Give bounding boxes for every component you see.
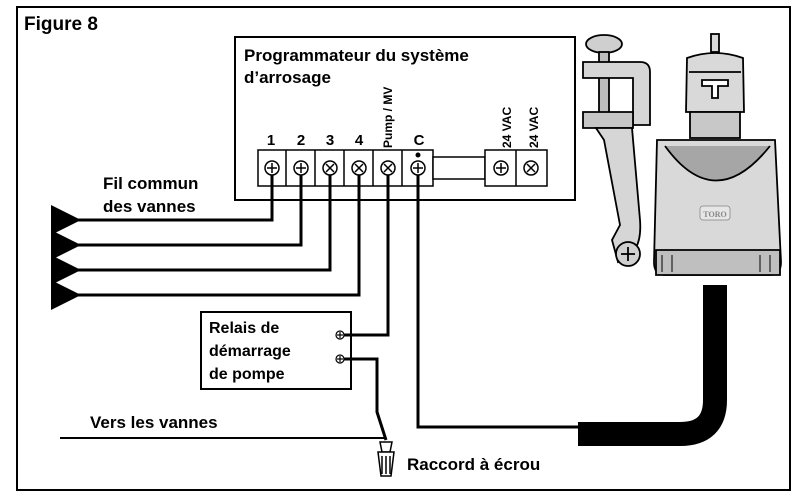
sensor-brand-plate [699, 205, 731, 221]
screw-4 [351, 160, 367, 176]
screw-common [410, 160, 426, 176]
common-wire-label-line2: des vannes [103, 197, 196, 216]
relay-label-line1: Relais de [209, 320, 279, 337]
terminal-label-2: 2 [297, 132, 305, 149]
relay-terminal-top [335, 330, 345, 340]
relay-terminal-bottom [335, 354, 345, 364]
controller-title-line2: d’arrosage [244, 68, 331, 87]
station-wires [51, 175, 361, 310]
relay-label-line3: de pompe [209, 366, 285, 383]
screw-24vac-2 [523, 160, 539, 176]
figure-label: Figure 8 [24, 14, 98, 35]
terminal-label-3: 3 [326, 132, 334, 149]
sensor-adjust-icon [701, 79, 729, 99]
wire-nut-label: Raccord à écrou [407, 455, 540, 474]
sensor-brand: TORO [703, 210, 726, 219]
screw-3 [322, 160, 338, 176]
wire-pump [344, 175, 390, 337]
figure-frame [16, 6, 791, 491]
to-valves-label: Vers les vannes [90, 413, 218, 432]
screw-24vac-1 [493, 160, 509, 176]
terminal-label-pump: Pump / MV [381, 87, 395, 148]
terminal-label-common: C [414, 132, 425, 149]
wire-station-2 [51, 175, 303, 260]
wire-nut [377, 441, 395, 477]
screw-1 [264, 160, 280, 176]
terminal-screws [264, 160, 539, 176]
mounting-clamp [582, 34, 651, 267]
controller-title-line1: Programmateur du système [244, 46, 469, 65]
sensor-cable [578, 285, 727, 446]
wire-station-1 [51, 175, 274, 235]
screw-pump [380, 160, 396, 176]
terminal-label-24vac-2: 24 VAC [527, 107, 541, 148]
terminal-label-1: 1 [267, 132, 275, 149]
wire-common [416, 175, 578, 429]
screw-2 [293, 160, 309, 176]
wire-relay-to-nut [344, 357, 388, 441]
clamp-knob [585, 34, 623, 54]
terminal-label-4: 4 [355, 132, 364, 149]
common-wire-label-line1: Fil commun [103, 174, 198, 193]
relay-label-line2: démarrage [209, 343, 291, 360]
rain-sensor [653, 33, 782, 276]
wire-station-4 [51, 175, 361, 310]
wire-station-3 [51, 175, 332, 285]
common-dot [415, 152, 421, 158]
terminal-strip [257, 149, 548, 187]
pump-relay-box [200, 311, 352, 390]
terminal-label-24vac-1: 24 VAC [500, 107, 514, 148]
